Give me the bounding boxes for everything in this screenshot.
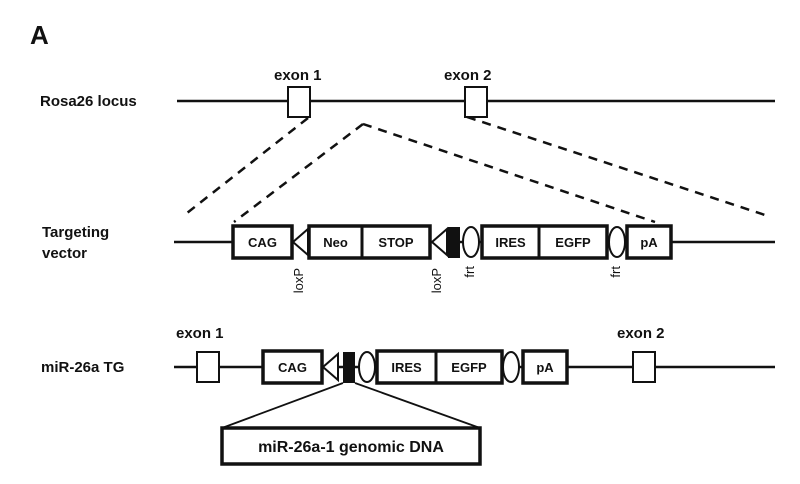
dashed-arm-outer-right xyxy=(466,115,766,217)
transgene-exon1-label: exon 1 xyxy=(176,325,224,342)
targeting-neo-stop-box xyxy=(307,224,432,260)
dashed-arm-inner-left xyxy=(233,123,364,223)
panel-label: A xyxy=(30,20,49,50)
transgene-frt-oval-1 xyxy=(358,351,376,383)
transgene-mirna-block xyxy=(343,352,355,383)
frt-label-2: frt xyxy=(608,266,623,278)
dashed-arm-outer-left xyxy=(186,117,309,214)
insert-box xyxy=(220,426,482,466)
frt-oval-1 xyxy=(462,226,480,258)
insert-label: miR-26a-1 genomic DNA xyxy=(258,439,444,456)
rosa26-exon2-label: exon 2 xyxy=(444,67,492,84)
rosa26-label: Rosa26 locus xyxy=(40,93,137,110)
transgene-label: miR-26a TG xyxy=(41,359,124,376)
frt-oval-2 xyxy=(608,226,626,258)
transgene-ires-label: IRES xyxy=(391,360,422,375)
dashed-arm-inner-right xyxy=(362,122,656,224)
rosa26-exon2-box xyxy=(464,86,488,118)
targeting-label-line2: vector xyxy=(42,245,87,262)
loxp-label-2: loxP xyxy=(429,268,444,293)
loxp-label-1: loxP xyxy=(291,268,306,293)
targeting-ires-label: IRES xyxy=(495,235,526,250)
transgene-frt-oval-2 xyxy=(502,351,520,383)
transgene-egfp-label: EGFP xyxy=(451,360,487,375)
transgene-pa-label: pA xyxy=(536,360,554,375)
targeting-cag-label: CAG xyxy=(248,235,277,250)
targeting-pa-label: pA xyxy=(640,235,658,250)
targeting-ires-egfp-box xyxy=(480,224,609,260)
insert-zoom-line-left xyxy=(221,382,344,429)
targeting-egfp-label: EGFP xyxy=(555,235,591,250)
rosa26-exon1-box xyxy=(287,86,311,118)
insert-zoom-line-right xyxy=(354,382,481,429)
targeting-pa-box xyxy=(625,224,673,260)
frt-label-1: frt xyxy=(462,266,477,278)
transgene-exon1-box xyxy=(196,351,220,383)
targeting-stop-label: STOP xyxy=(378,235,413,250)
transgene-cag-box xyxy=(261,349,324,385)
rosa26-exon1-label: exon 1 xyxy=(274,67,322,84)
transgene-exon2-box xyxy=(632,351,656,383)
transgene-loxp-triangle xyxy=(321,351,339,383)
transgene-pa-box xyxy=(521,349,569,385)
targeting-label-line1: Targeting xyxy=(42,224,109,241)
transgene-exon2-label: exon 2 xyxy=(617,325,665,342)
targeting-mirna-block xyxy=(448,227,460,258)
loxp-triangle-1 xyxy=(291,226,309,258)
targeting-neo-label: Neo xyxy=(323,235,348,250)
loxp-triangle-2 xyxy=(430,226,448,258)
transgene-cag-label: CAG xyxy=(278,360,307,375)
